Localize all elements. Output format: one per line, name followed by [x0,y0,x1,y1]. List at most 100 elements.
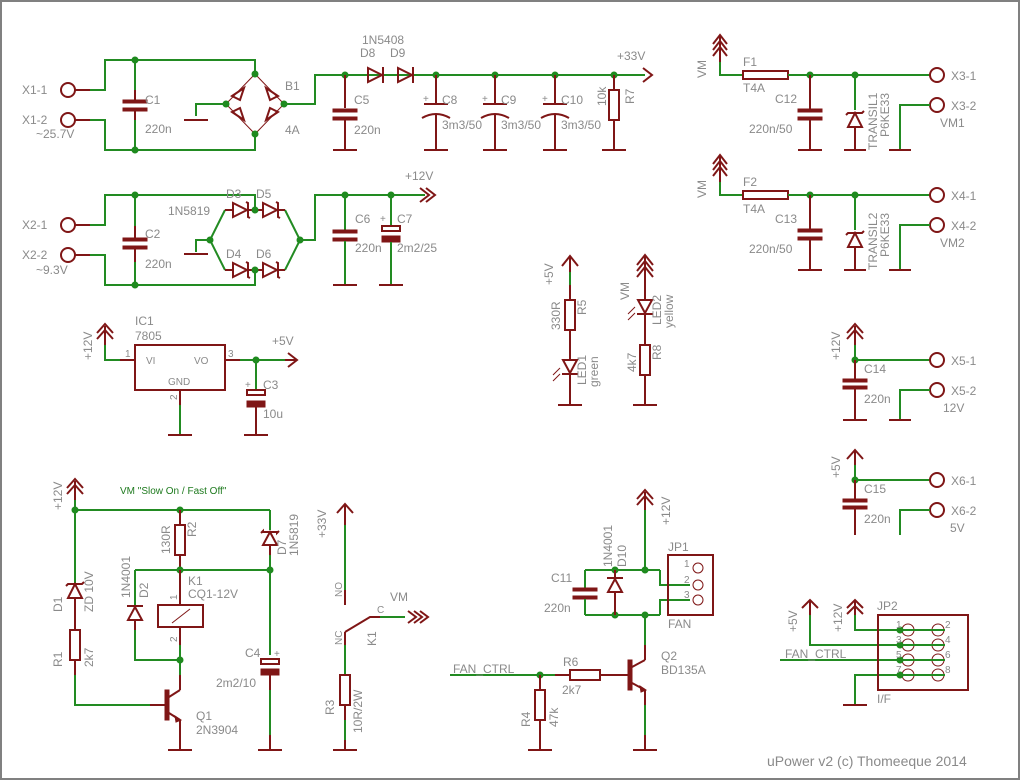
terminal-x4-2[interactable] [929,217,945,233]
value-q2: BD135A [661,663,706,677]
label-d6: D6 [256,247,272,261]
value-r6: 2k7 [562,683,582,697]
label-r7: R7 [623,88,637,104]
jp1-pin-3[interactable] [692,594,704,606]
label-jp2-12v: +12V [831,604,845,632]
terminal-x2-1[interactable] [60,217,76,233]
label-vm1: VM1 [940,116,965,130]
label-x4-2: X4-2 [951,219,977,233]
value-c10: 3m3/50 [561,118,601,132]
value-r3: 10R/2W [351,689,365,733]
value-d7: 1N5819 [287,514,301,556]
value-c2: 220n [145,257,172,271]
terminal-x1-1[interactable] [60,82,76,98]
block-12v-supply: + X2-1 X2-2 ~9.3V C2 220n 1N5819 D3 D5 D… [22,169,437,289]
value-d1: ZD 10V [82,571,96,612]
label-x1-2: X1-2 [22,113,48,127]
jp2-pins [896,623,945,682]
value-r2: 130R [159,525,173,554]
supply-arrow-12v [66,477,84,489]
label-x6-voltage: 5V [950,521,965,535]
label-r2: R2 [185,521,199,537]
label-f1: F1 [743,55,757,69]
diode-d3 [232,201,251,219]
terminal-x6-1[interactable] [929,472,945,488]
terminal-x5-1[interactable] [929,352,945,368]
label-ic1: IC1 [135,314,154,328]
value-r5: 330R [549,301,563,330]
jp1-pin-1[interactable] [692,562,704,574]
block-led-indicators: +5V 330R R5 LED1 green VM LED2 yellow 4k… [542,253,676,406]
capacitor-c11 [572,587,598,592]
value-led2: yellow [662,294,676,328]
value-r7: 10k [595,86,609,106]
capacitor-c15 [842,498,868,503]
supply-arrow-vm [712,153,728,182]
terminal-x1-2[interactable] [60,112,76,128]
value-led1: green [587,356,601,387]
value-c1: 220n [145,122,172,136]
jp2-pin-number-7: 7 [896,665,902,676]
label-vm2: VM2 [940,236,965,250]
resistor-r3 [339,674,351,706]
label-vm-f2: VM [695,180,709,198]
jp1-pin-2[interactable] [692,579,704,591]
label-x6-2: X6-2 [951,504,977,518]
terminal-x6-2[interactable] [929,502,945,518]
label-switch-vm: VM [390,590,408,604]
capacitor-c7 [381,225,401,232]
resistor-r1 [69,629,81,661]
label-r1: R1 [51,651,65,667]
capacitor-c2 [122,237,148,242]
capacitor-c14 [842,378,868,383]
block-relay-driver: + +12V VM "Slow On / Fast Off" D1 ZD 10V… [51,477,301,751]
supply-arrow-12v [419,187,431,203]
resistor-r8 [639,344,651,376]
label-d8: D8 [360,46,376,60]
block-fan-driver: +12V C11 220n 1N4001 D10 JP1 FAN 1 2 3 Q… [450,488,714,751]
capacitor-c6 [332,229,358,234]
resistor-r2 [174,524,186,556]
label-relay-supply: +12V [51,482,65,510]
pin-label-c: C [377,605,384,616]
supply-arrow-12v [846,322,864,334]
resistor-r4 [534,689,546,721]
jp2-pin-number-8: 8 [945,665,951,676]
pin-number-1: 1 [125,349,131,360]
jp2-pin-number-5: 5 [896,650,902,661]
label-d7: D7 [275,539,289,555]
block-relay-contacts: +33V NO NC C K1 VM R3 10R/2W [315,502,430,751]
pin-label-vo: VO [194,356,209,367]
diode-d6 [262,261,281,279]
label-c2: C2 [145,227,161,241]
block-vm2-output: VM F2 T4A C13 220n/50 TRANSIL2 P6KE33 X4… [695,153,977,271]
value-c6: 220n [355,241,382,255]
terminal-x2-2[interactable] [60,247,76,263]
jp2-pin-number-4: 4 [945,635,951,646]
value-c11: 220n [544,601,571,615]
capacitor-c13 [797,228,823,233]
value-c5: 220n [354,123,381,137]
label-c8: C8 [442,93,458,107]
block-33v-supply: + + + X1-1 X1-2 [22,33,654,154]
label-c5: C5 [354,93,370,107]
terminal-x4-1[interactable] [929,187,945,203]
supply-arrow-5v [801,598,819,609]
label-c11: C11 [551,571,572,585]
block-interface-jp2: 1 2 3 4 5 6 7 8 +5V +12V FAN_CTRL JP2 I/… [780,598,969,706]
label-12v: +12V [405,169,433,183]
capacitor-c1 [122,99,148,104]
value-transil2: P6KE33 [878,213,892,257]
label-x2-voltage: ~9.3V [36,263,68,277]
terminal-x5-2[interactable] [929,382,945,398]
label-ic1-out: +5V [272,334,294,348]
label-c4: C4 [245,646,261,660]
connector-jp1 [667,554,714,616]
net-label-fan-ctrl: FAN_CTRL [453,662,515,676]
terminal-x3-2[interactable] [929,97,945,113]
label-d5: D5 [256,187,272,201]
value-r8: 4k7 [625,352,639,372]
terminal-x3-1[interactable] [929,67,945,83]
